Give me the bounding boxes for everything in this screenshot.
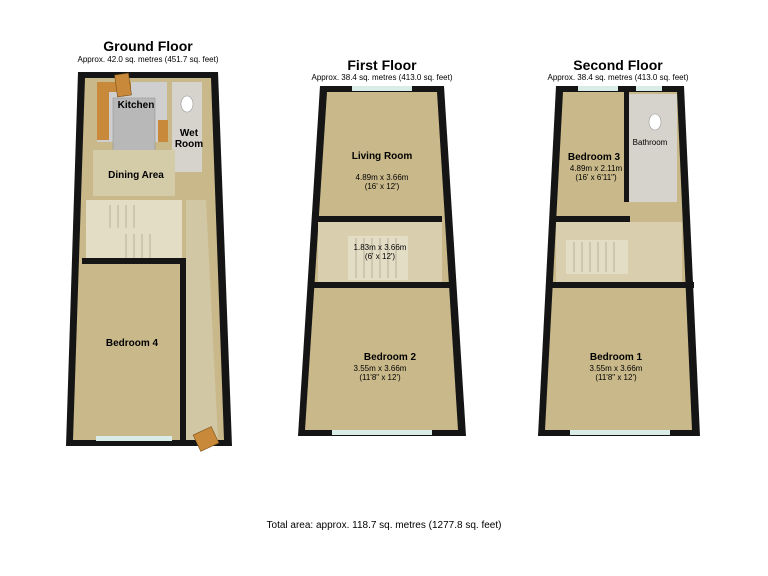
first-floor-title: First Floor xyxy=(347,57,417,73)
bedroom-4-floor xyxy=(84,264,180,436)
bathroom-label: Bathroom xyxy=(632,138,668,147)
kitchen-worktop-left xyxy=(97,82,109,140)
ground-floor-area: Approx. 42.0 sq. metres (451.7 sq. feet) xyxy=(77,55,219,64)
bedroom-2-metric: 3.55m x 3.66m xyxy=(353,364,407,373)
bedroom-4-side-wall xyxy=(180,258,186,440)
toilet-icon xyxy=(180,95,194,113)
wet-room-label: Wet Room xyxy=(174,128,204,150)
landing-metric: 1.83m x 3.66m xyxy=(353,243,407,252)
second-floor-stairs xyxy=(566,240,628,274)
bedroom-3-imperial: (16' x 6'11") xyxy=(575,173,617,182)
landing-imperial: (6' x 12') xyxy=(364,252,396,261)
first-floor-area: Approx. 38.4 sq. metres (413.0 sq. feet) xyxy=(311,73,453,82)
kitchen-door xyxy=(114,72,132,98)
bedroom-4-label: Bedroom 4 xyxy=(105,338,159,349)
living-room-label: Living Room xyxy=(351,151,413,162)
bedroom-1-imperial: (11'8" x 12') xyxy=(595,373,637,382)
bedroom-4-wall xyxy=(82,258,186,264)
second-stair-treads xyxy=(573,242,615,272)
second-floor-window-right xyxy=(636,86,662,91)
kitchen-label: Kitchen xyxy=(117,100,155,111)
bedroom-2-window xyxy=(332,430,432,435)
first-floor-stairs xyxy=(348,236,408,280)
front-door xyxy=(192,426,220,452)
second-floor-title: Second Floor xyxy=(573,57,663,73)
bedroom-1-label: Bedroom 1 xyxy=(589,352,643,363)
second-floor-area: Approx. 38.4 sq. metres (413.0 sq. feet) xyxy=(547,73,689,82)
bedroom-2-wall xyxy=(312,282,450,288)
bathroom-wall xyxy=(624,92,629,202)
second-floor-plan xyxy=(538,86,700,436)
ground-stair-treads xyxy=(109,205,151,258)
bedroom-3-metric: 4.89m x 2.11m xyxy=(569,164,623,173)
bedroom-2-label: Bedroom 2 xyxy=(363,352,417,363)
wet-room-floor xyxy=(172,82,202,172)
first-floor-plan xyxy=(298,86,466,436)
second-floor-window-left xyxy=(578,86,618,91)
ground-floor-plan xyxy=(66,72,232,452)
total-area: Total area: approx. 118.7 sq. metres (12… xyxy=(266,520,502,531)
bedroom-3-wall xyxy=(554,216,630,222)
kitchen-worktop-right xyxy=(158,120,168,142)
living-room-metric: 4.89m x 3.66m xyxy=(355,173,409,182)
dining-area-floor xyxy=(93,150,175,196)
bathroom-toilet-icon xyxy=(648,113,662,131)
bathroom-floor xyxy=(629,94,677,202)
living-room-imperial: (16' x 12') xyxy=(364,182,400,191)
ground-hallway xyxy=(186,200,218,440)
bedroom-3-label: Bedroom 3 xyxy=(567,152,621,163)
bedroom-1-window xyxy=(570,430,670,435)
first-floor-window xyxy=(352,86,412,91)
ground-floor-title: Ground Floor xyxy=(103,38,193,54)
dining-area-label: Dining Area xyxy=(108,170,164,181)
bedroom-4-window xyxy=(96,436,172,441)
bedroom-2-imperial: (11'8" x 12') xyxy=(359,373,401,382)
bedroom-1-metric: 3.55m x 3.66m xyxy=(589,364,643,373)
living-room-wall xyxy=(318,216,442,222)
first-stair-treads xyxy=(355,238,397,278)
bedroom-1-wall xyxy=(548,282,694,288)
